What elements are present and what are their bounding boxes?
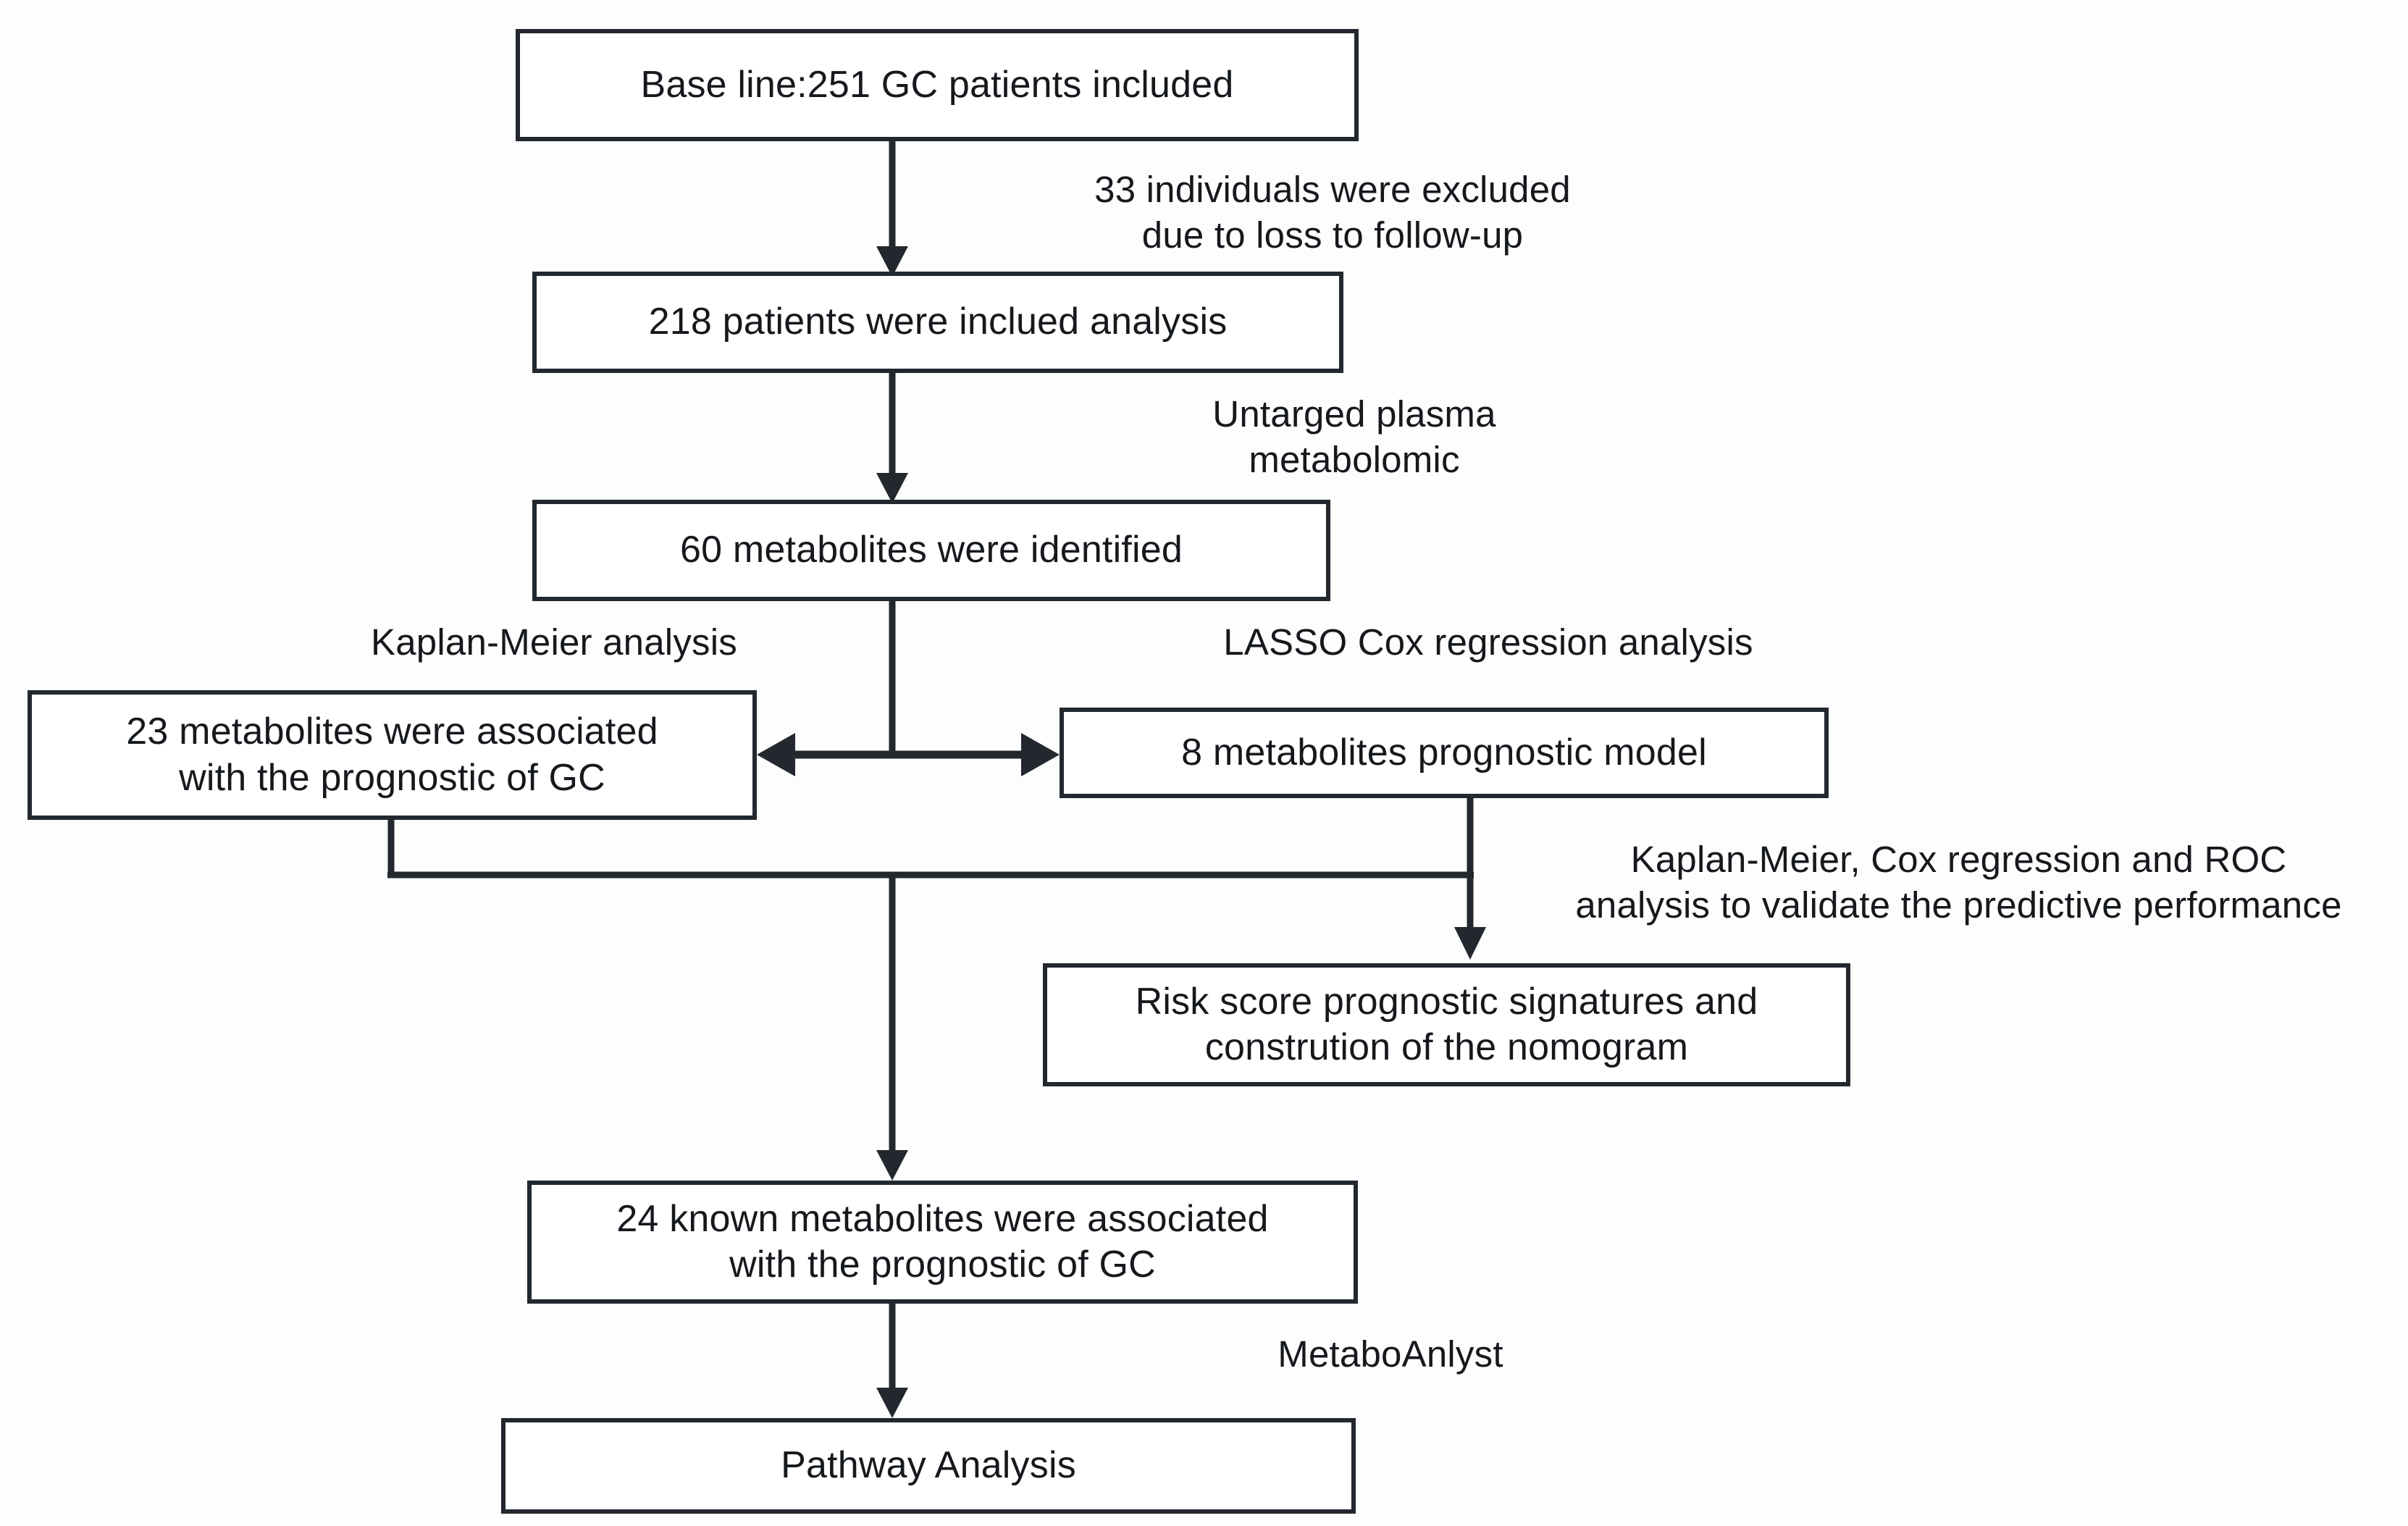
node-pathway-label: Pathway Analysis bbox=[781, 1444, 1076, 1487]
edge-label-lasso: LASSO Cox regression analysis bbox=[1223, 621, 1753, 663]
edge-label-untargeted: Untarged plasma metabolomic bbox=[1212, 393, 1496, 481]
node-riskscore[interactable]: Risk score prognostic signatures and con… bbox=[1043, 963, 1850, 1086]
edge-bidirectional-23-and-8 bbox=[757, 733, 1060, 776]
edge-label-kaplan-meier: Kaplan-Meier analysis bbox=[371, 621, 737, 663]
node-metabolites60[interactable]: 60 metabolites were identified bbox=[532, 500, 1330, 601]
node-metabolites23-label: 23 metabolites were associated with the … bbox=[126, 710, 658, 799]
edge-label-validation: Kaplan-Meier, Cox regression and ROC ana… bbox=[1575, 839, 2342, 926]
node-included-label: 218 patients were inclued analysis bbox=[648, 301, 1228, 343]
node-metabolites23[interactable]: 23 metabolites were associated with the … bbox=[28, 690, 757, 820]
node-baseline-label: Base line:251 GC patients included bbox=[640, 63, 1234, 106]
edge-label-metaboanalyst: MetaboAnlyst bbox=[1278, 1333, 1503, 1375]
edge-rail-to-known24 bbox=[876, 875, 908, 1181]
node-riskscore-label: Risk score prognostic signatures and con… bbox=[1135, 980, 1758, 1068]
node-metabolites60-label: 60 metabolites were identified bbox=[680, 529, 1183, 571]
edge-included-to-metabolites60 bbox=[876, 373, 908, 503]
node-model8-label: 8 metabolites prognostic model bbox=[1181, 731, 1707, 774]
edge-label-excluded: 33 individuals were excluded due to loss… bbox=[1094, 169, 1571, 256]
edge-merge-rail bbox=[387, 798, 1486, 960]
node-known24[interactable]: 24 known metabolites were associated wit… bbox=[527, 1181, 1358, 1304]
node-baseline[interactable]: Base line:251 GC patients included bbox=[516, 29, 1359, 141]
edge-baseline-to-included bbox=[876, 141, 908, 277]
node-pathway[interactable]: Pathway Analysis bbox=[501, 1418, 1356, 1514]
node-included[interactable]: 218 patients were inclued analysis bbox=[532, 272, 1343, 373]
node-known24-label: 24 known metabolites were associated wit… bbox=[616, 1197, 1269, 1286]
edge-known24-to-pathway bbox=[876, 1304, 908, 1418]
node-model8[interactable]: 8 metabolites prognostic model bbox=[1060, 708, 1829, 798]
